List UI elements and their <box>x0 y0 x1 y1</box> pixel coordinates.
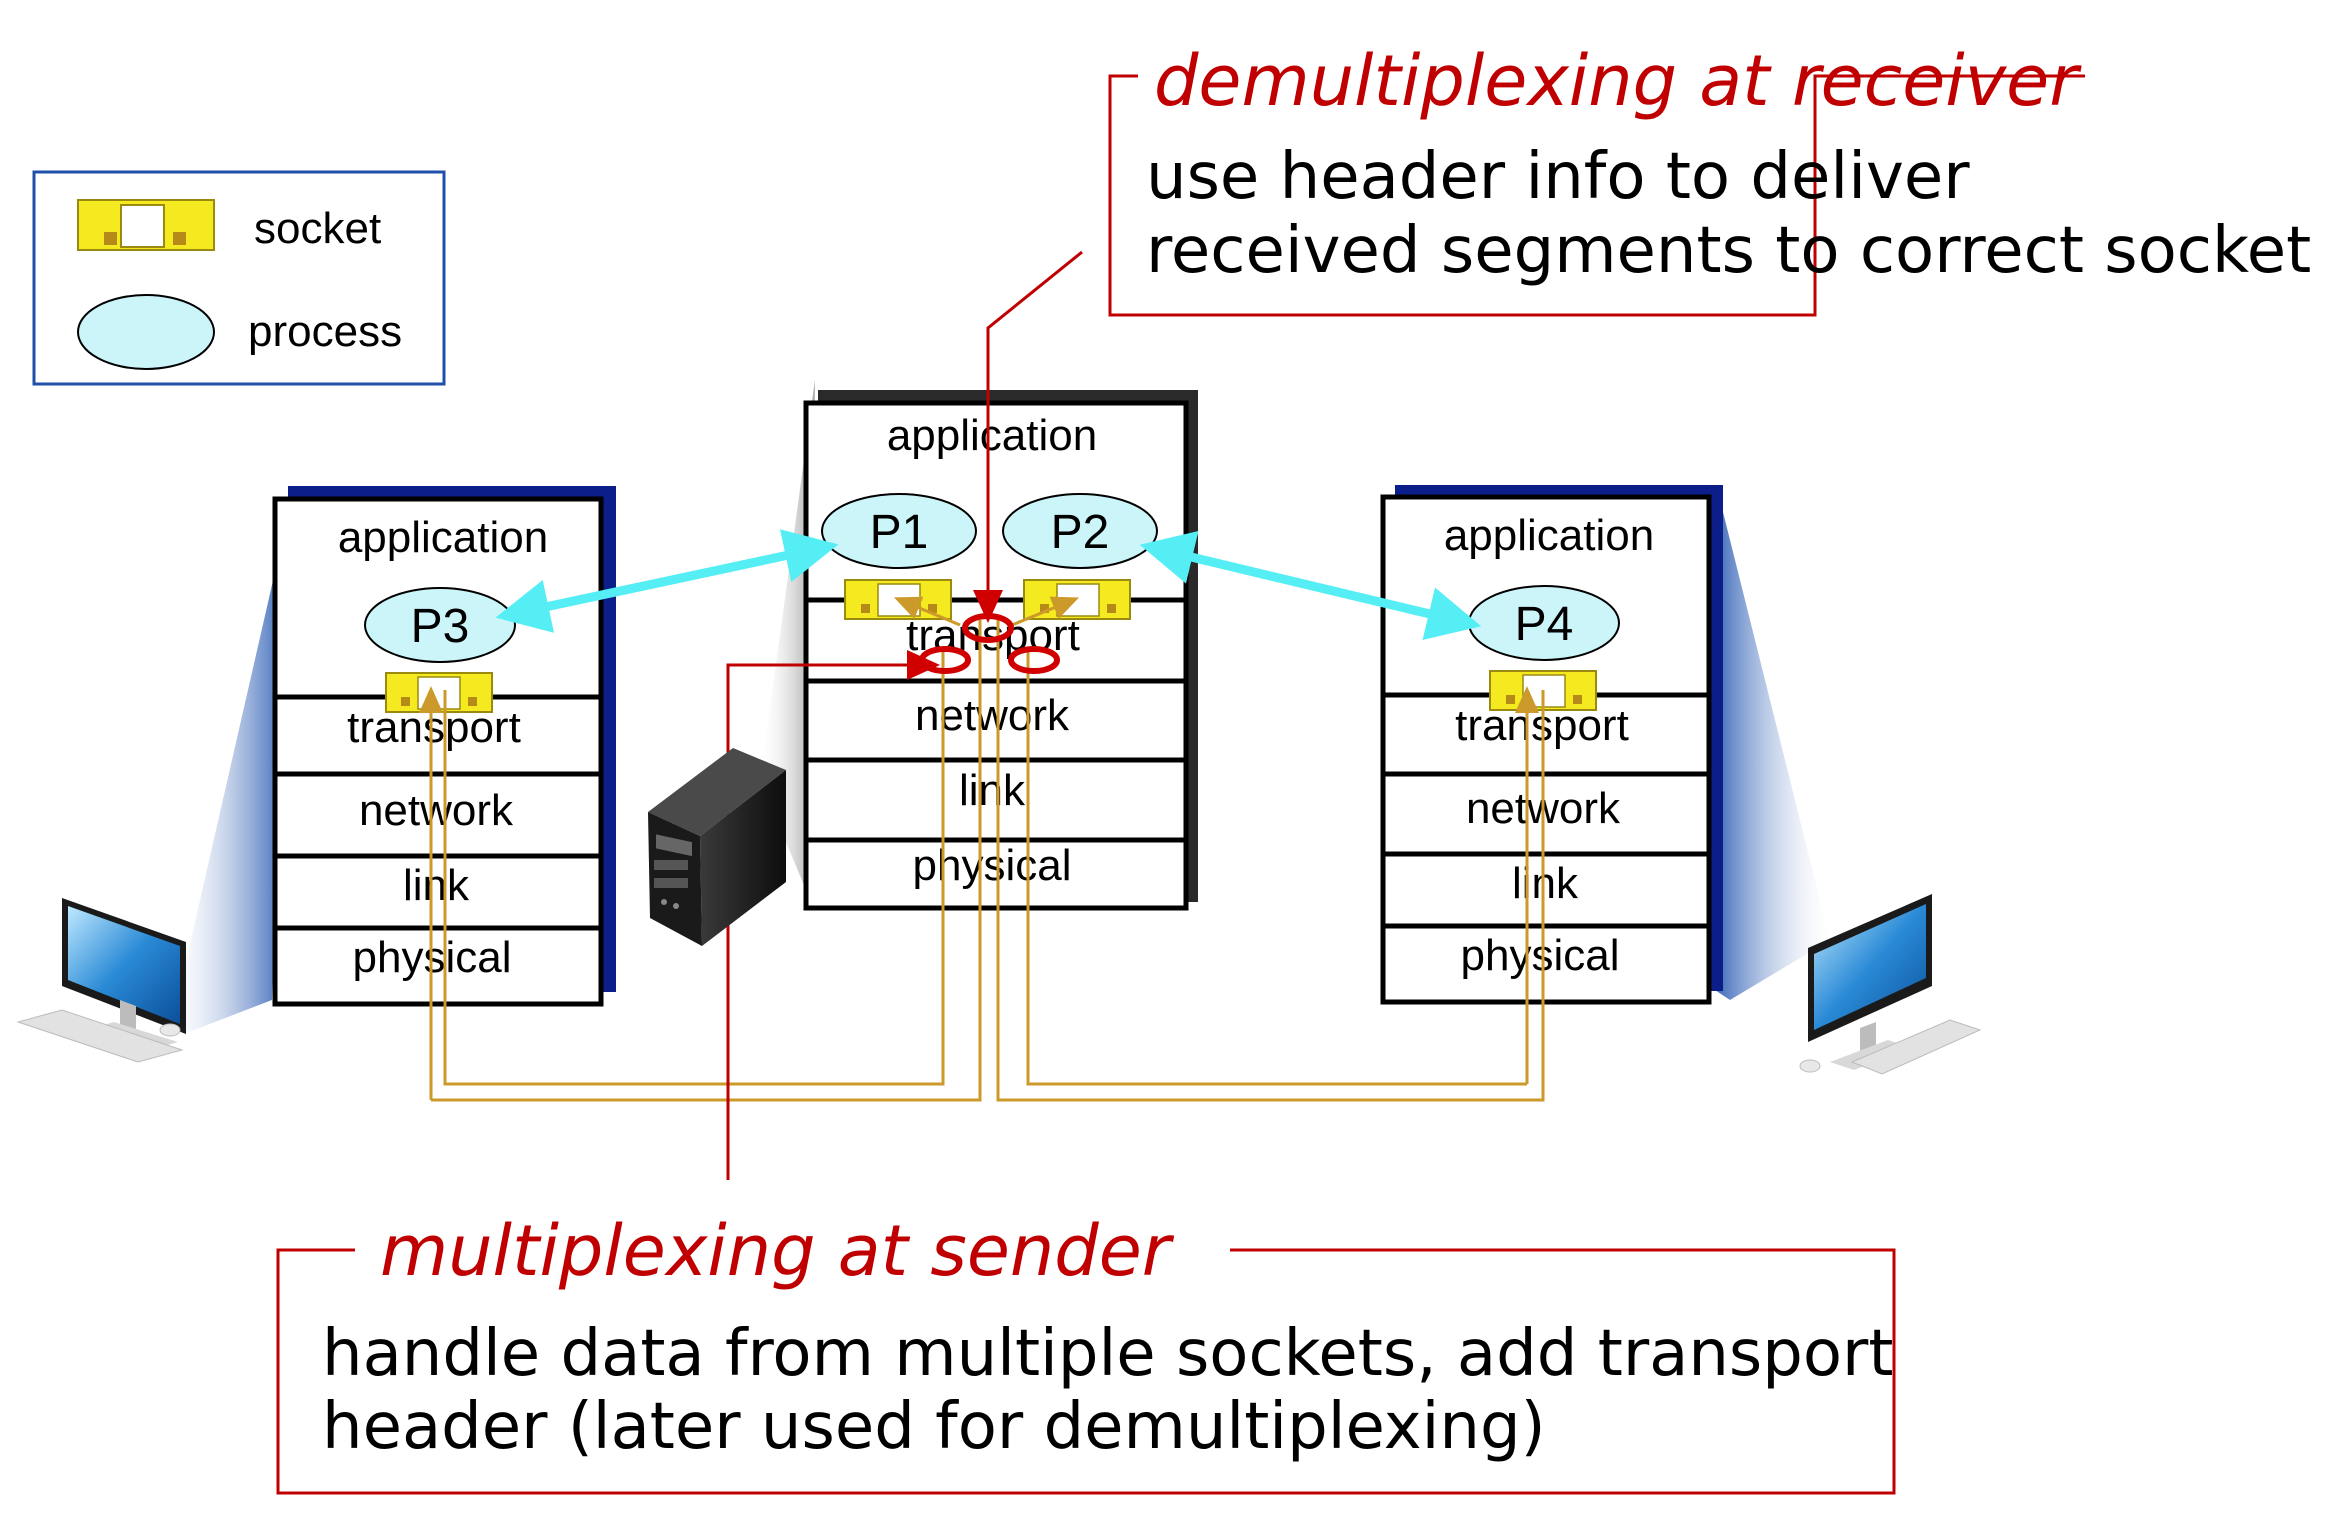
demux-callout: demultiplexing at receiver use header in… <box>1108 40 2311 317</box>
legend-socket-icon <box>77 199 215 251</box>
left-host-beam <box>168 528 285 1040</box>
left-layer-network: network <box>359 786 514 835</box>
legend: socket process <box>32 170 446 386</box>
socket-p3 <box>385 672 493 713</box>
right-layer-application: application <box>1444 511 1654 560</box>
demux-to-p2-socket <box>1011 596 1080 627</box>
mux-pointer <box>726 650 940 1180</box>
segment-paths <box>419 596 1545 1102</box>
center-protocol-stack: application transport network link physi… <box>803 390 1198 911</box>
p2-p4-arrow <box>1139 531 1482 640</box>
demux-callout-line-1: use header info to deliver <box>1146 140 1970 214</box>
center-stack-frame <box>803 400 1189 911</box>
legend-socket-label: socket <box>254 204 381 253</box>
left-layer-link: link <box>403 861 470 910</box>
process-p2 <box>1002 493 1158 569</box>
left-layer-application: application <box>338 513 548 562</box>
mux-callout: multiplexing at sender handle data from … <box>276 1210 1896 1495</box>
server-tower-icon <box>648 748 786 946</box>
demux-pointer <box>973 250 1083 623</box>
demux-to-p1-socket <box>893 596 961 627</box>
mux-callout-line-2: header (later used for demultiplexing) <box>322 1390 1546 1464</box>
process-p4-label: P4 <box>1515 598 1574 651</box>
legend-process-icon <box>77 294 215 370</box>
right-protocol-stack: application transport network link physi… <box>1380 485 1723 1005</box>
center-layer-physical: physical <box>913 841 1072 890</box>
legend-process-label: process <box>248 307 402 356</box>
path-center-to-p3 <box>431 620 982 1102</box>
right-layer-link: link <box>1512 859 1579 908</box>
demux-callout-title: demultiplexing at receiver <box>1154 40 2082 122</box>
demux-callout-line-2: received segments to correct socket <box>1146 214 2311 288</box>
mux-callout-line-1: handle data from multiple sockets, add t… <box>322 1317 1893 1391</box>
mux-point-right <box>1008 646 1060 674</box>
mux-callout-title: multiplexing at sender <box>380 1210 1175 1292</box>
path-p3-to-center <box>443 648 945 1086</box>
path-center-to-p4 <box>1026 648 1527 1086</box>
center-layer-network: network <box>915 691 1070 740</box>
right-computer-icon <box>1799 894 1982 1075</box>
process-p1-label: P1 <box>870 506 929 559</box>
p1-p3-arrow <box>495 529 839 633</box>
mux-callout-frame <box>276 1248 1896 1495</box>
process-p3-label: P3 <box>411 600 470 653</box>
path-p4-to-center <box>996 620 1545 1102</box>
right-host-beam <box>1715 500 1830 1000</box>
process-p2-label: P2 <box>1051 506 1110 559</box>
demux-callout-frame <box>1108 74 2085 317</box>
center-host-beam <box>760 380 815 890</box>
left-computer-icon <box>16 898 186 1063</box>
center-layer-application: application <box>887 411 1097 460</box>
right-layer-physical: physical <box>1461 931 1620 980</box>
center-layer-link: link <box>959 766 1026 815</box>
